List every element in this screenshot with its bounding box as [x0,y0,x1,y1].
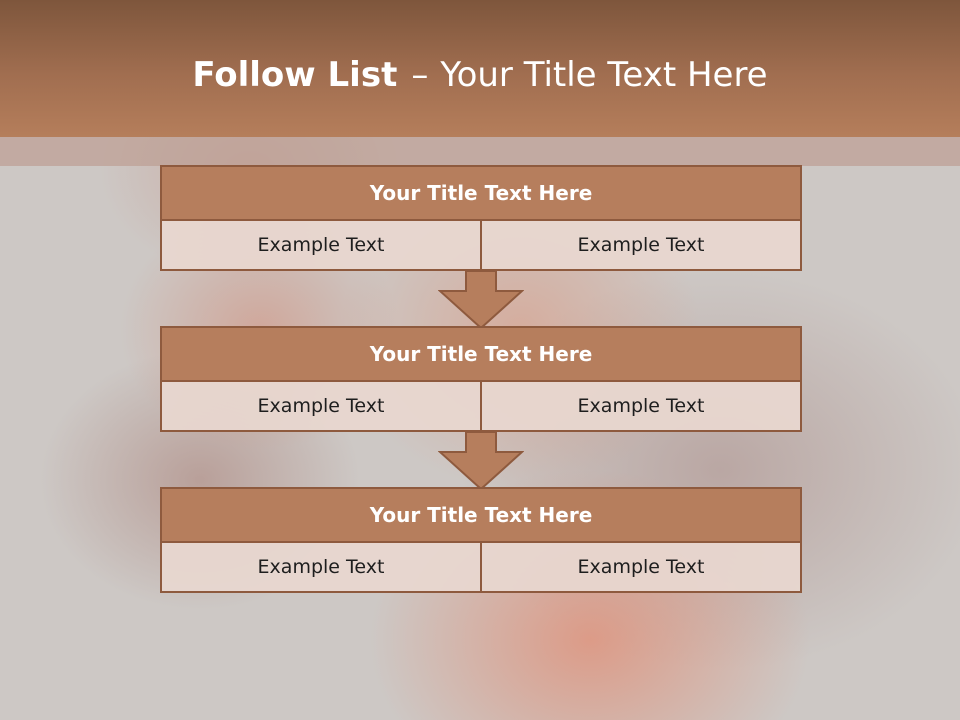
down-arrow-icon [438,271,524,329]
block-row: Example Text Example Text [160,221,802,271]
block-cell-right: Example Text [482,382,802,432]
slide-title: Follow List–Your Title Text Here [0,52,960,98]
title-rest: Your Title Text Here [440,55,768,95]
block-title: Your Title Text Here [160,165,802,221]
block-cell-right: Example Text [482,221,802,271]
list-block-1: Your Title Text Here Example Text Exampl… [160,165,802,271]
list-block-3: Your Title Text Here Example Text Exampl… [160,487,802,593]
header-strip [0,137,960,166]
down-arrow-icon [438,432,524,490]
list-block-2: Your Title Text Here Example Text Exampl… [160,326,802,432]
block-cell-right: Example Text [482,543,802,593]
block-row: Example Text Example Text [160,382,802,432]
title-bold: Follow List [192,55,398,95]
block-cell-left: Example Text [160,382,482,432]
title-separator: – [411,55,429,95]
block-cell-left: Example Text [160,543,482,593]
block-row: Example Text Example Text [160,543,802,593]
block-title: Your Title Text Here [160,326,802,382]
block-title: Your Title Text Here [160,487,802,543]
block-cell-left: Example Text [160,221,482,271]
header-band [0,0,960,137]
